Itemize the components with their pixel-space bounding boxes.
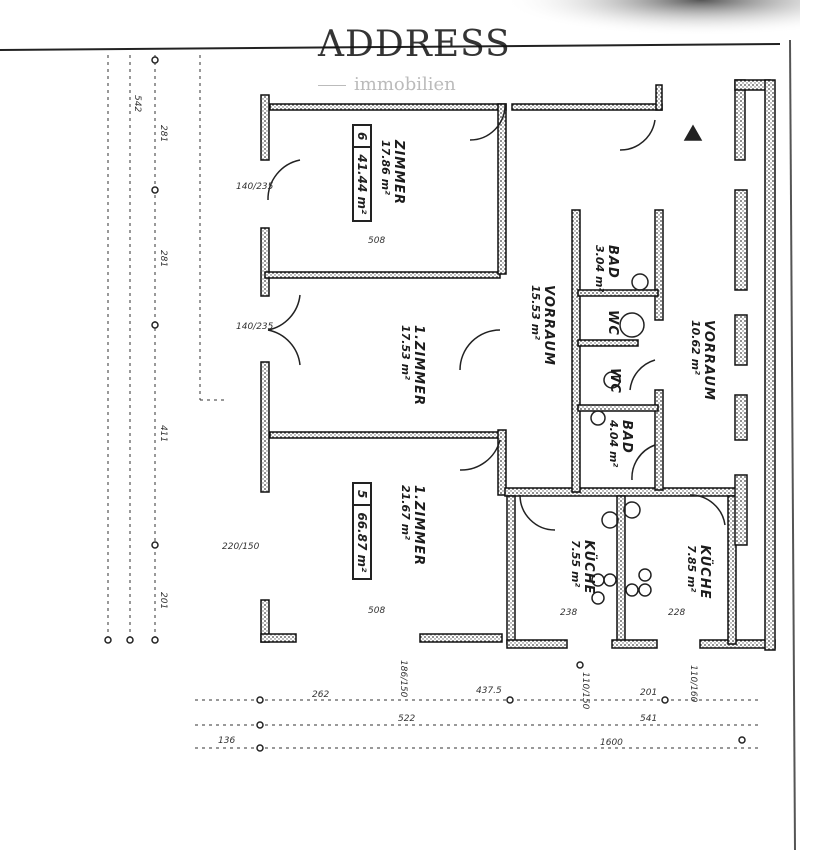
room-name: WC: [607, 368, 622, 394]
room-name: WC: [605, 310, 620, 336]
dimension-label: 411: [158, 425, 168, 443]
dimension-label: 220/150: [222, 542, 260, 552]
room-area: 7.55 m²: [569, 540, 583, 588]
dimension-label: 110/160: [688, 665, 698, 703]
room-name: ZIMMER: [391, 140, 406, 206]
dimension-label: 281: [158, 125, 168, 143]
unit-number: 6: [355, 132, 369, 141]
dimension-label: 136: [218, 736, 236, 746]
door-swings: [267, 104, 726, 531]
room-name: BAD: [619, 420, 634, 454]
room-area: 7.85 m²: [685, 545, 699, 593]
dimension-label: 228: [668, 608, 686, 618]
room-name: VORRAUM: [701, 320, 716, 401]
page-edge: [0, 43, 781, 51]
room-name: KÜCHE: [581, 540, 596, 595]
room-label: WC: [607, 368, 624, 394]
dimension-label: 541: [640, 714, 658, 724]
dimension-label: 522: [398, 714, 416, 724]
room-name: KÜCHE: [697, 545, 712, 600]
page-edge-right: [789, 39, 796, 850]
scan-shadow: [470, 0, 800, 60]
room-area: 15.53 m²: [529, 285, 543, 340]
dimension-label: 508: [368, 606, 386, 616]
dimension-label: 238: [560, 608, 578, 618]
dimension-label: 140/235: [236, 322, 274, 332]
walls: [260, 79, 776, 651]
dimension-label: 508: [368, 236, 386, 246]
room-area: 10.62 m²: [689, 320, 703, 375]
unit-badge: 5 66.87 m²: [352, 482, 372, 581]
dimension-label: 262: [312, 690, 330, 700]
dimension-label: 437.5: [476, 686, 502, 696]
room-name: VORRAUM: [541, 285, 556, 366]
watermark-subtitle: immobilien: [318, 74, 456, 95]
room-label: WC: [605, 310, 622, 336]
dimension-label: 281: [158, 250, 168, 268]
unit-badge: 6 41.44 m²: [352, 124, 372, 223]
watermark-logo: ADDRESS: [318, 24, 511, 65]
dimension-label: 140/235: [236, 182, 274, 192]
room-area: 17.86 m²: [379, 140, 393, 195]
unit-area: 41.44 m²: [354, 146, 370, 221]
room-name: BAD: [605, 245, 620, 279]
room-name: 1.ZIMMER: [411, 485, 426, 567]
room-area: 4.04 m²: [607, 420, 621, 468]
unit-area: 66.87 m²: [354, 504, 370, 579]
room-area: 17.53 m²: [399, 325, 413, 380]
fixtures: [590, 124, 703, 605]
room-area: 3.04 m²: [593, 245, 607, 293]
dimension-label: 1600: [600, 738, 623, 748]
room-name: 1.ZIMMER: [411, 325, 426, 407]
dimension-markers: [104, 56, 746, 752]
dimension-label: 201: [158, 592, 168, 610]
watermark-sub-text: immobilien: [354, 74, 456, 95]
dimension-label: 201: [640, 688, 658, 698]
dimension-label: 186/150: [398, 660, 408, 698]
dimension-label: 110/150: [580, 672, 590, 710]
unit-number: 5: [355, 490, 369, 499]
room-area: 21.67 m²: [399, 485, 413, 540]
dimension-label: 542: [132, 95, 142, 113]
